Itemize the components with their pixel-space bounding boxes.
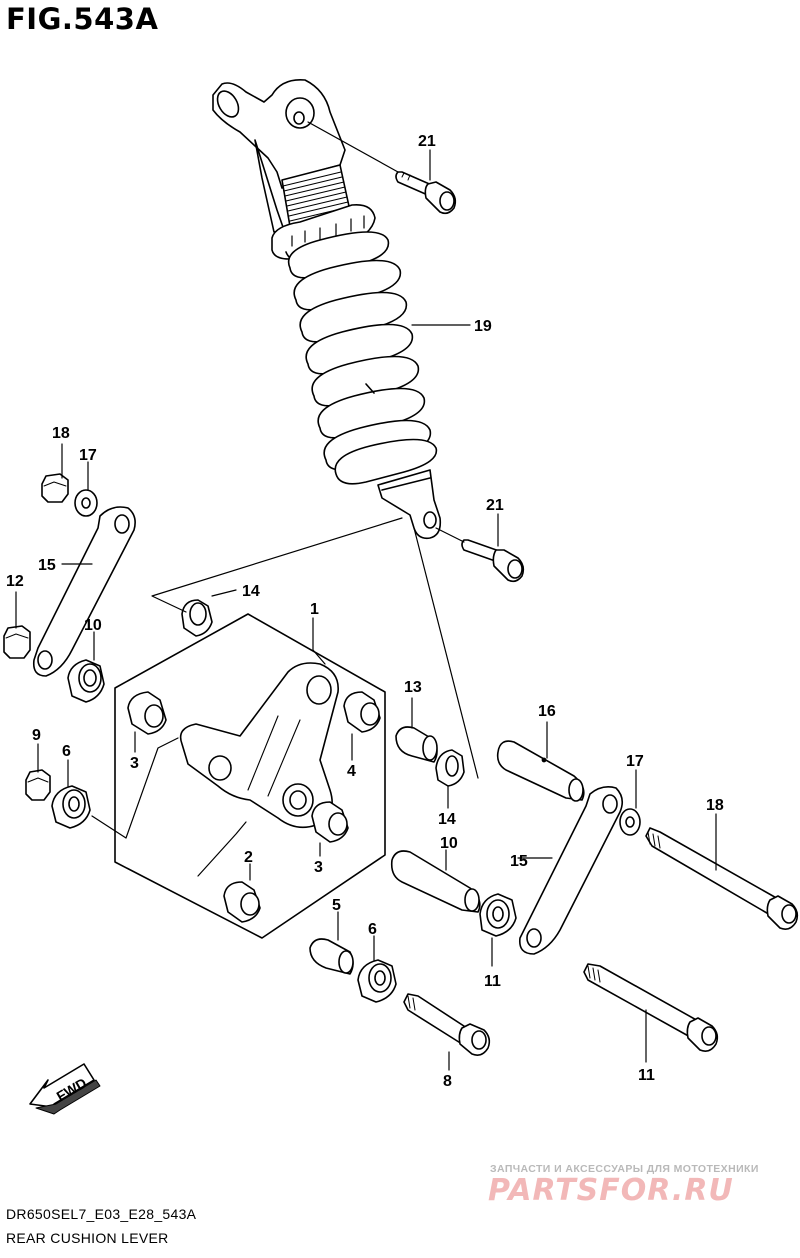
- cushion-lever: [179, 662, 339, 829]
- bushing-6-right: [357, 959, 397, 1003]
- callout-3-left: 3: [130, 755, 139, 772]
- callout-6-right: 6: [368, 921, 377, 938]
- callout-13: 13: [404, 679, 422, 696]
- nut-8: [25, 769, 51, 801]
- callout-21-top: 21: [418, 133, 436, 150]
- callout-16: 16: [538, 703, 556, 720]
- callout-2: 2: [244, 849, 253, 866]
- callout-6-left: 6: [62, 743, 71, 760]
- washer-17-left: [74, 489, 98, 517]
- callout-10-right: 11: [484, 973, 501, 990]
- callout-12: 12: [6, 573, 24, 590]
- figure-title: FIG.543A: [6, 2, 159, 36]
- callout-9: 10: [440, 835, 458, 852]
- cushion-rod-15-left: [32, 506, 136, 677]
- assembly-lines: [15, 121, 717, 1071]
- bushing-6-left: [51, 785, 91, 829]
- callout-labels: 19 21 21 18 17 15 12 10 14 1 13 16 17 18…: [6, 133, 724, 1090]
- rear-shock-absorber: [212, 78, 442, 540]
- watermark-logo-text: PARTSFOR.RU: [488, 1173, 734, 1208]
- bolt-21-upper: [395, 171, 457, 215]
- callout-14-top: 14: [242, 583, 260, 600]
- washer-17-right: [619, 808, 641, 836]
- callout-18: 18: [706, 797, 724, 814]
- nut-12: [3, 625, 31, 659]
- bolt-7: [403, 993, 491, 1056]
- figure-caption: REAR CUSHION LEVER: [6, 1230, 169, 1246]
- bushing-10-left: [67, 659, 105, 703]
- nut-19: [41, 473, 69, 503]
- callout-20: 19: [474, 318, 492, 335]
- callout-11: 11: [638, 1067, 655, 1084]
- bearing-2: [223, 881, 261, 923]
- bearing-3-left: [127, 691, 167, 735]
- bushing-10-right: [479, 893, 517, 937]
- watermark-logo: PARTSFOR.RU: [488, 1173, 793, 1213]
- bolt-21-lower: [461, 539, 525, 583]
- bolt-18: [645, 827, 799, 930]
- callout-4: 4: [347, 763, 356, 780]
- watermark-tagline: ЗАПЧАСТИ И АКСЕССУАРЫ ДЛЯ МОТОТЕХНИКИ: [490, 1163, 759, 1175]
- callout-17-left: 17: [79, 447, 97, 464]
- cushion-rod-15-right: [518, 786, 624, 955]
- spacer-5: [309, 938, 354, 975]
- spacer-16: [496, 740, 585, 802]
- callout-15-right: 15: [510, 853, 528, 870]
- spacer-13: [395, 726, 438, 763]
- spacer-9: [390, 850, 481, 913]
- model-code: DR650SEL7_E03_E28_543A: [6, 1206, 197, 1222]
- bolt-11: [583, 963, 719, 1052]
- washer-14-right: [435, 749, 465, 787]
- fwd-arrow-icon: FWD: [29, 1063, 101, 1115]
- callout-14-right: 14: [438, 811, 456, 828]
- callout-7: 8: [443, 1073, 452, 1090]
- callout-17-right: 17: [626, 753, 644, 770]
- callout-8: 9: [32, 727, 41, 744]
- callout-3-right: 3: [314, 859, 323, 876]
- callout-15-left: 15: [38, 557, 56, 574]
- bearing-3-right: [311, 801, 349, 843]
- callout-5: 5: [332, 897, 341, 914]
- callout-1: 1: [310, 601, 319, 618]
- callout-21-mid: 21: [486, 497, 504, 514]
- bearing-4: [343, 691, 381, 733]
- callout-19: 18: [52, 425, 70, 442]
- callout-10-left: 10: [84, 617, 102, 634]
- washer-14-top: [181, 599, 213, 637]
